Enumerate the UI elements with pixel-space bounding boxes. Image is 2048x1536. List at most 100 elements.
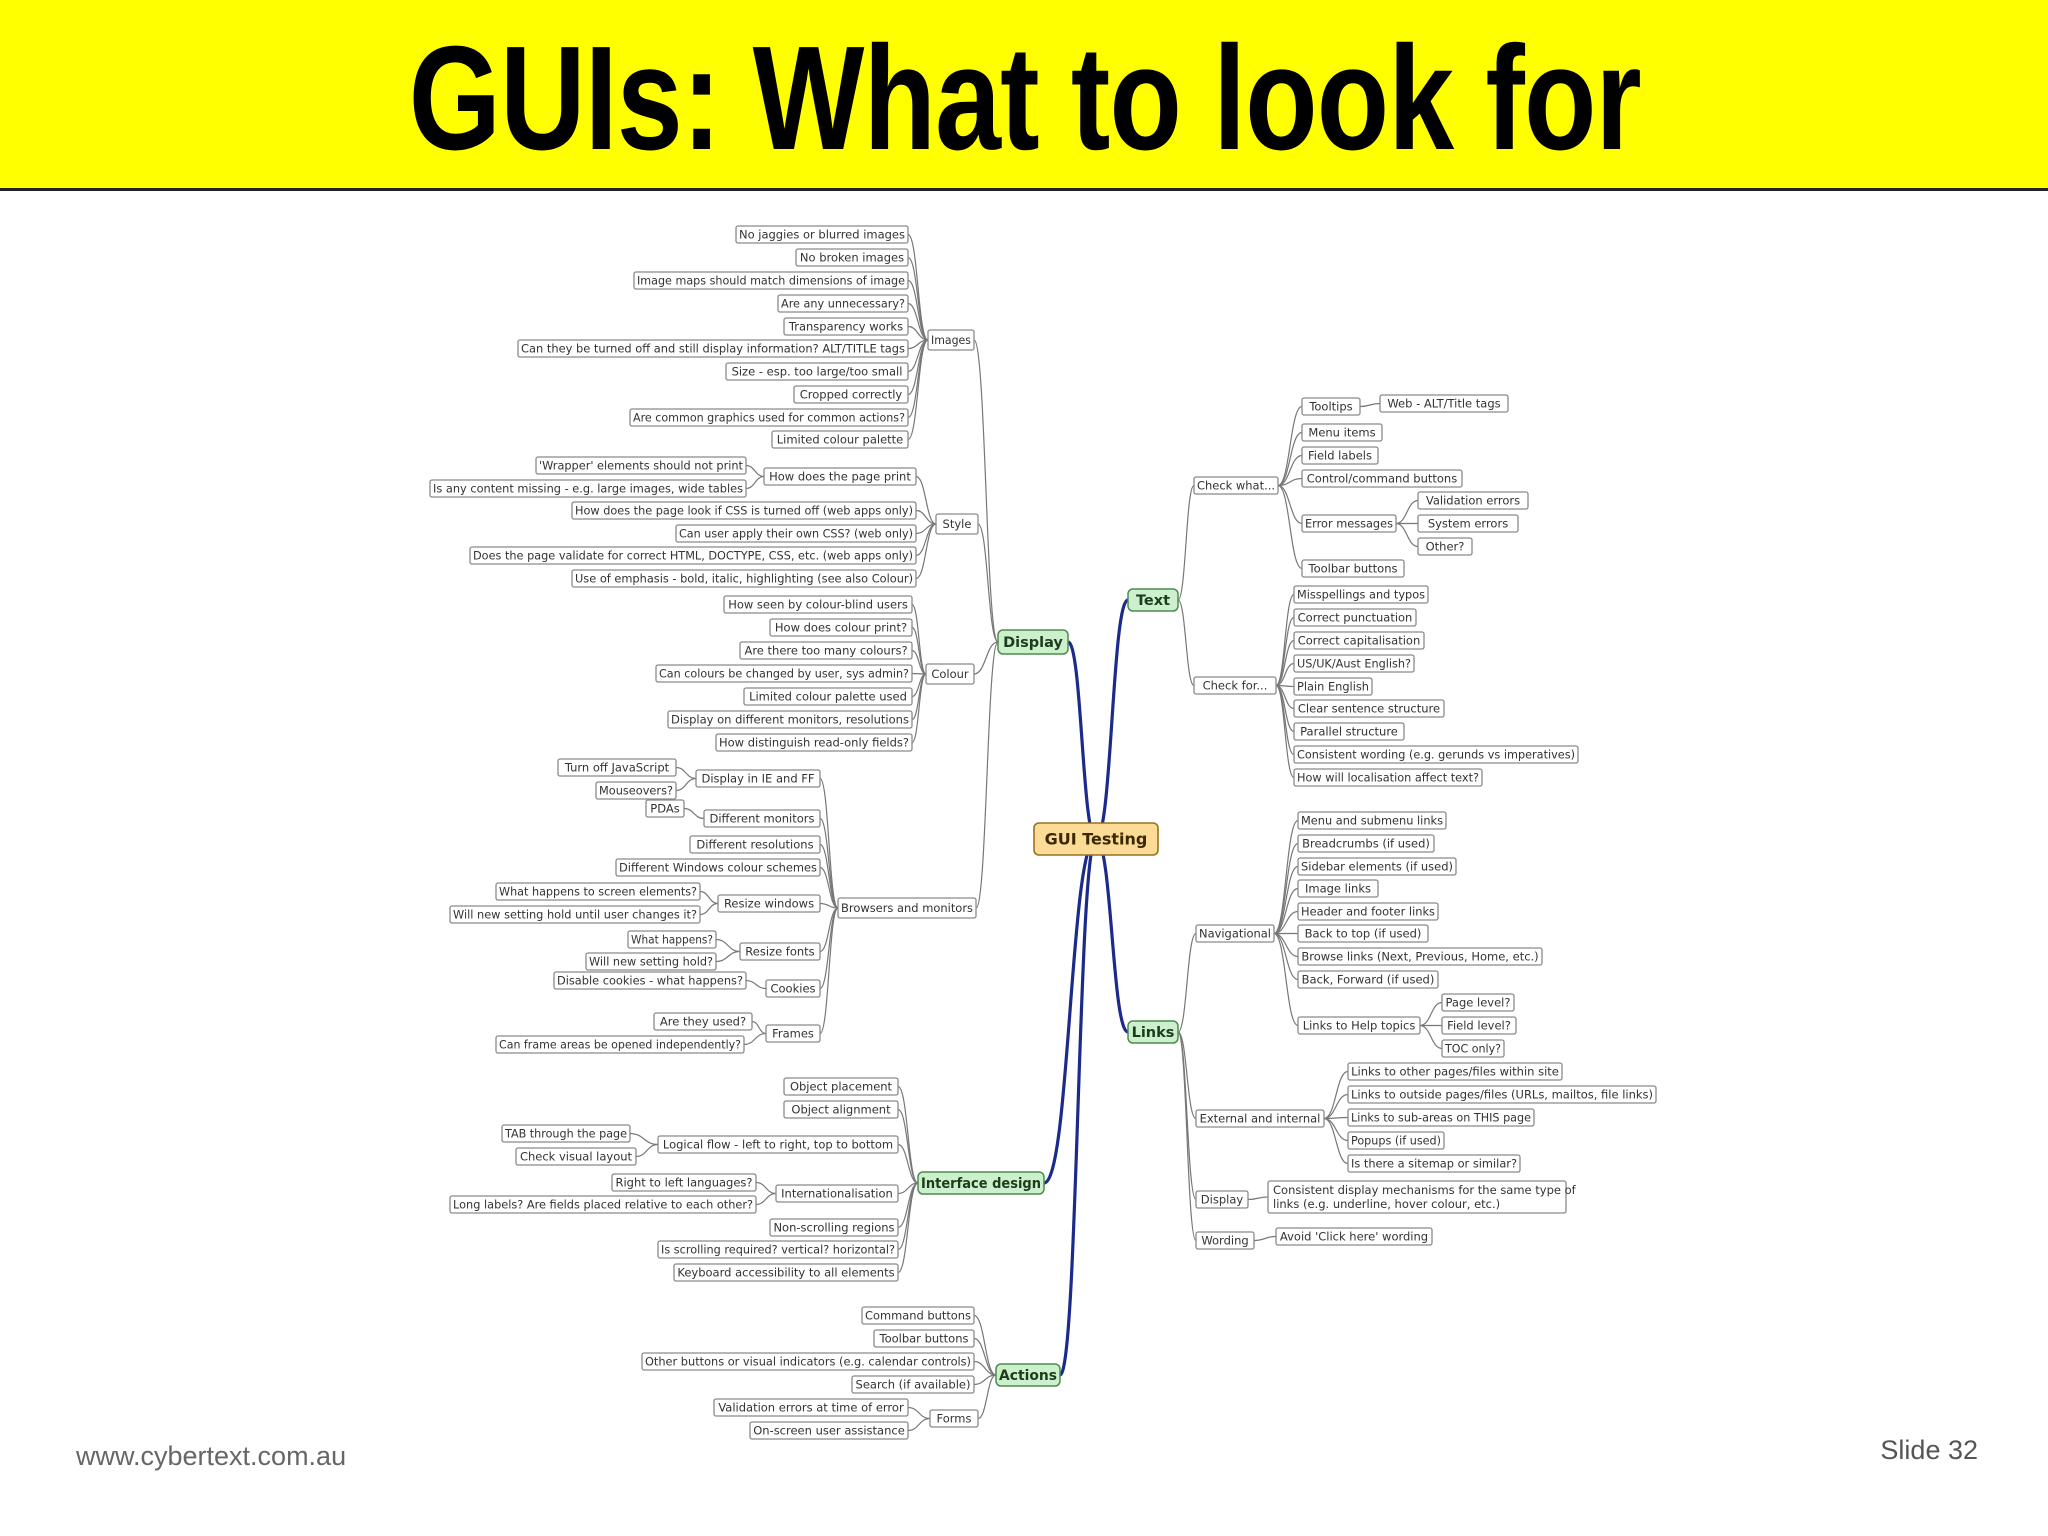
node-box (611, 1173, 757, 1192)
node-label: How seen by colour-blind users (728, 598, 908, 612)
node-label: External and internal (1200, 1112, 1321, 1126)
node-label: Correct capitalisation (1298, 634, 1421, 648)
node-label: Actions (999, 1368, 1057, 1384)
connector-line (755, 1192, 777, 1206)
node-label: Other buttons or visual indicators (e.g.… (645, 1355, 971, 1369)
node-label: Popups (if used) (1351, 1134, 1441, 1148)
node-label: Validation errors (1426, 494, 1520, 508)
connector-line (1275, 684, 1295, 733)
node-label: Cropped correctly (800, 388, 903, 402)
connector-line (699, 890, 719, 905)
node-label: TOC only? (1444, 1042, 1501, 1056)
topic-node-image-maps-should-match-dimensions-of-im: Image maps should match dimensions of im… (633, 271, 909, 290)
connector-line (973, 1314, 997, 1376)
node-box (501, 1124, 631, 1143)
node-box (1417, 491, 1529, 510)
node-box (1301, 397, 1361, 416)
node-box (1297, 1016, 1421, 1035)
node-box (703, 809, 821, 828)
connector-line (1094, 598, 1130, 841)
topic-node-menu-items: Menu items (1301, 423, 1383, 442)
node-label: Misspellings and typos (1297, 588, 1425, 602)
node-label: Cookies (770, 982, 815, 996)
node-label: Toolbar buttons (879, 1332, 969, 1346)
node-box (657, 1240, 899, 1259)
connector-line (1277, 484, 1303, 570)
node-box (1293, 677, 1373, 696)
node-box (1347, 1131, 1445, 1150)
connector-line (745, 475, 765, 490)
topic-node-logical-flow-left-to-right-top-to-bottom: Logical flow - left to right, top to bot… (657, 1135, 899, 1154)
node-label: Can colours be changed by user, sys admi… (659, 667, 909, 681)
node-box (1417, 514, 1519, 533)
node-box (851, 1375, 975, 1394)
connector-line (715, 938, 741, 953)
node-box (771, 430, 909, 449)
node-box (1417, 537, 1473, 556)
topic-node-check-visual-layout: Check visual layout (515, 1147, 637, 1166)
topic-node-style: Style (935, 513, 979, 535)
node-label: Can user apply their own CSS? (web only) (679, 527, 913, 541)
node-box (743, 687, 913, 706)
branch-node-actions: Actions (995, 1363, 1061, 1387)
node-label: Navigational (1199, 927, 1271, 941)
topic-node-error-messages: Error messages (1301, 514, 1397, 533)
node-box (1297, 811, 1447, 830)
connector-line (1277, 477, 1303, 487)
node-box (1293, 608, 1417, 627)
node-label: US/UK/Aust English? (1297, 657, 1411, 671)
node-box (689, 835, 821, 854)
node-label: Field level? (1447, 1019, 1511, 1033)
node-box (735, 225, 909, 244)
node-box (657, 1135, 899, 1154)
node-label: Is there a sitemap or similar? (1351, 1157, 1517, 1171)
node-box (929, 1409, 979, 1428)
topic-node-can-frame-areas-be-opened-independently: Can frame areas be opened independently? (495, 1035, 745, 1054)
node-label: Does the page validate for correct HTML,… (473, 549, 913, 563)
topic-node-non-scrolling-regions: Non-scrolling regions (769, 1218, 899, 1237)
connector-line (1323, 1070, 1349, 1120)
node-box (1379, 394, 1509, 413)
node-label: Non-scrolling regions (773, 1221, 894, 1235)
topic-node-no-broken-images: No broken images (795, 248, 909, 267)
branch-node-links: Links (1127, 1020, 1179, 1044)
topic-node-links-to-other-pages-files-within-site: Links to other pages/files within site (1347, 1062, 1563, 1081)
node-label: Disable cookies - what happens? (557, 974, 743, 988)
node-box (1193, 676, 1277, 695)
connector-line (1273, 819, 1299, 935)
topic-node-are-any-unnecessary: Are any unnecessary? (777, 294, 909, 313)
node-label: Size - esp. too large/too small (732, 365, 903, 379)
node-label: Back to top (if used) (1305, 927, 1422, 941)
node-box (1301, 446, 1379, 465)
node-box (517, 339, 909, 358)
node-label: Image links (1305, 882, 1371, 896)
node-box (783, 1077, 899, 1096)
node-label: Different Windows colour schemes (619, 861, 817, 875)
node-box (1293, 585, 1429, 604)
node-label: Mouseovers? (599, 784, 673, 798)
connector-line (1323, 1093, 1349, 1120)
connector-line (1419, 1024, 1443, 1050)
node-box (1195, 1231, 1255, 1250)
node-box (723, 595, 913, 614)
node-label: Consistent display mechanisms for the sa… (1273, 1183, 1577, 1211)
connector-line (973, 1360, 997, 1376)
connector-line (897, 1108, 919, 1184)
footer-url: www.cybertext.com.au (76, 1441, 347, 1471)
node-box (653, 1012, 753, 1031)
slide-number: Slide 32 (1880, 1435, 1978, 1465)
node-box (655, 664, 913, 683)
node-label: Will new setting hold until user changes… (453, 908, 697, 922)
connector-line (977, 523, 999, 643)
connector-line (911, 626, 927, 675)
node-box (469, 546, 917, 565)
node-label: Interface design (921, 1176, 1041, 1192)
connector-line (1275, 684, 1295, 779)
connector-line (819, 817, 839, 909)
node-label: Internationalisation (781, 1187, 893, 1201)
node-box (769, 1218, 899, 1237)
node-box (1293, 654, 1415, 673)
topic-node-different-windows-colour-schemes: Different Windows colour schemes (615, 858, 821, 877)
topic-node-size-esp-too-large-too-small: Size - esp. too large/too small (725, 362, 909, 381)
